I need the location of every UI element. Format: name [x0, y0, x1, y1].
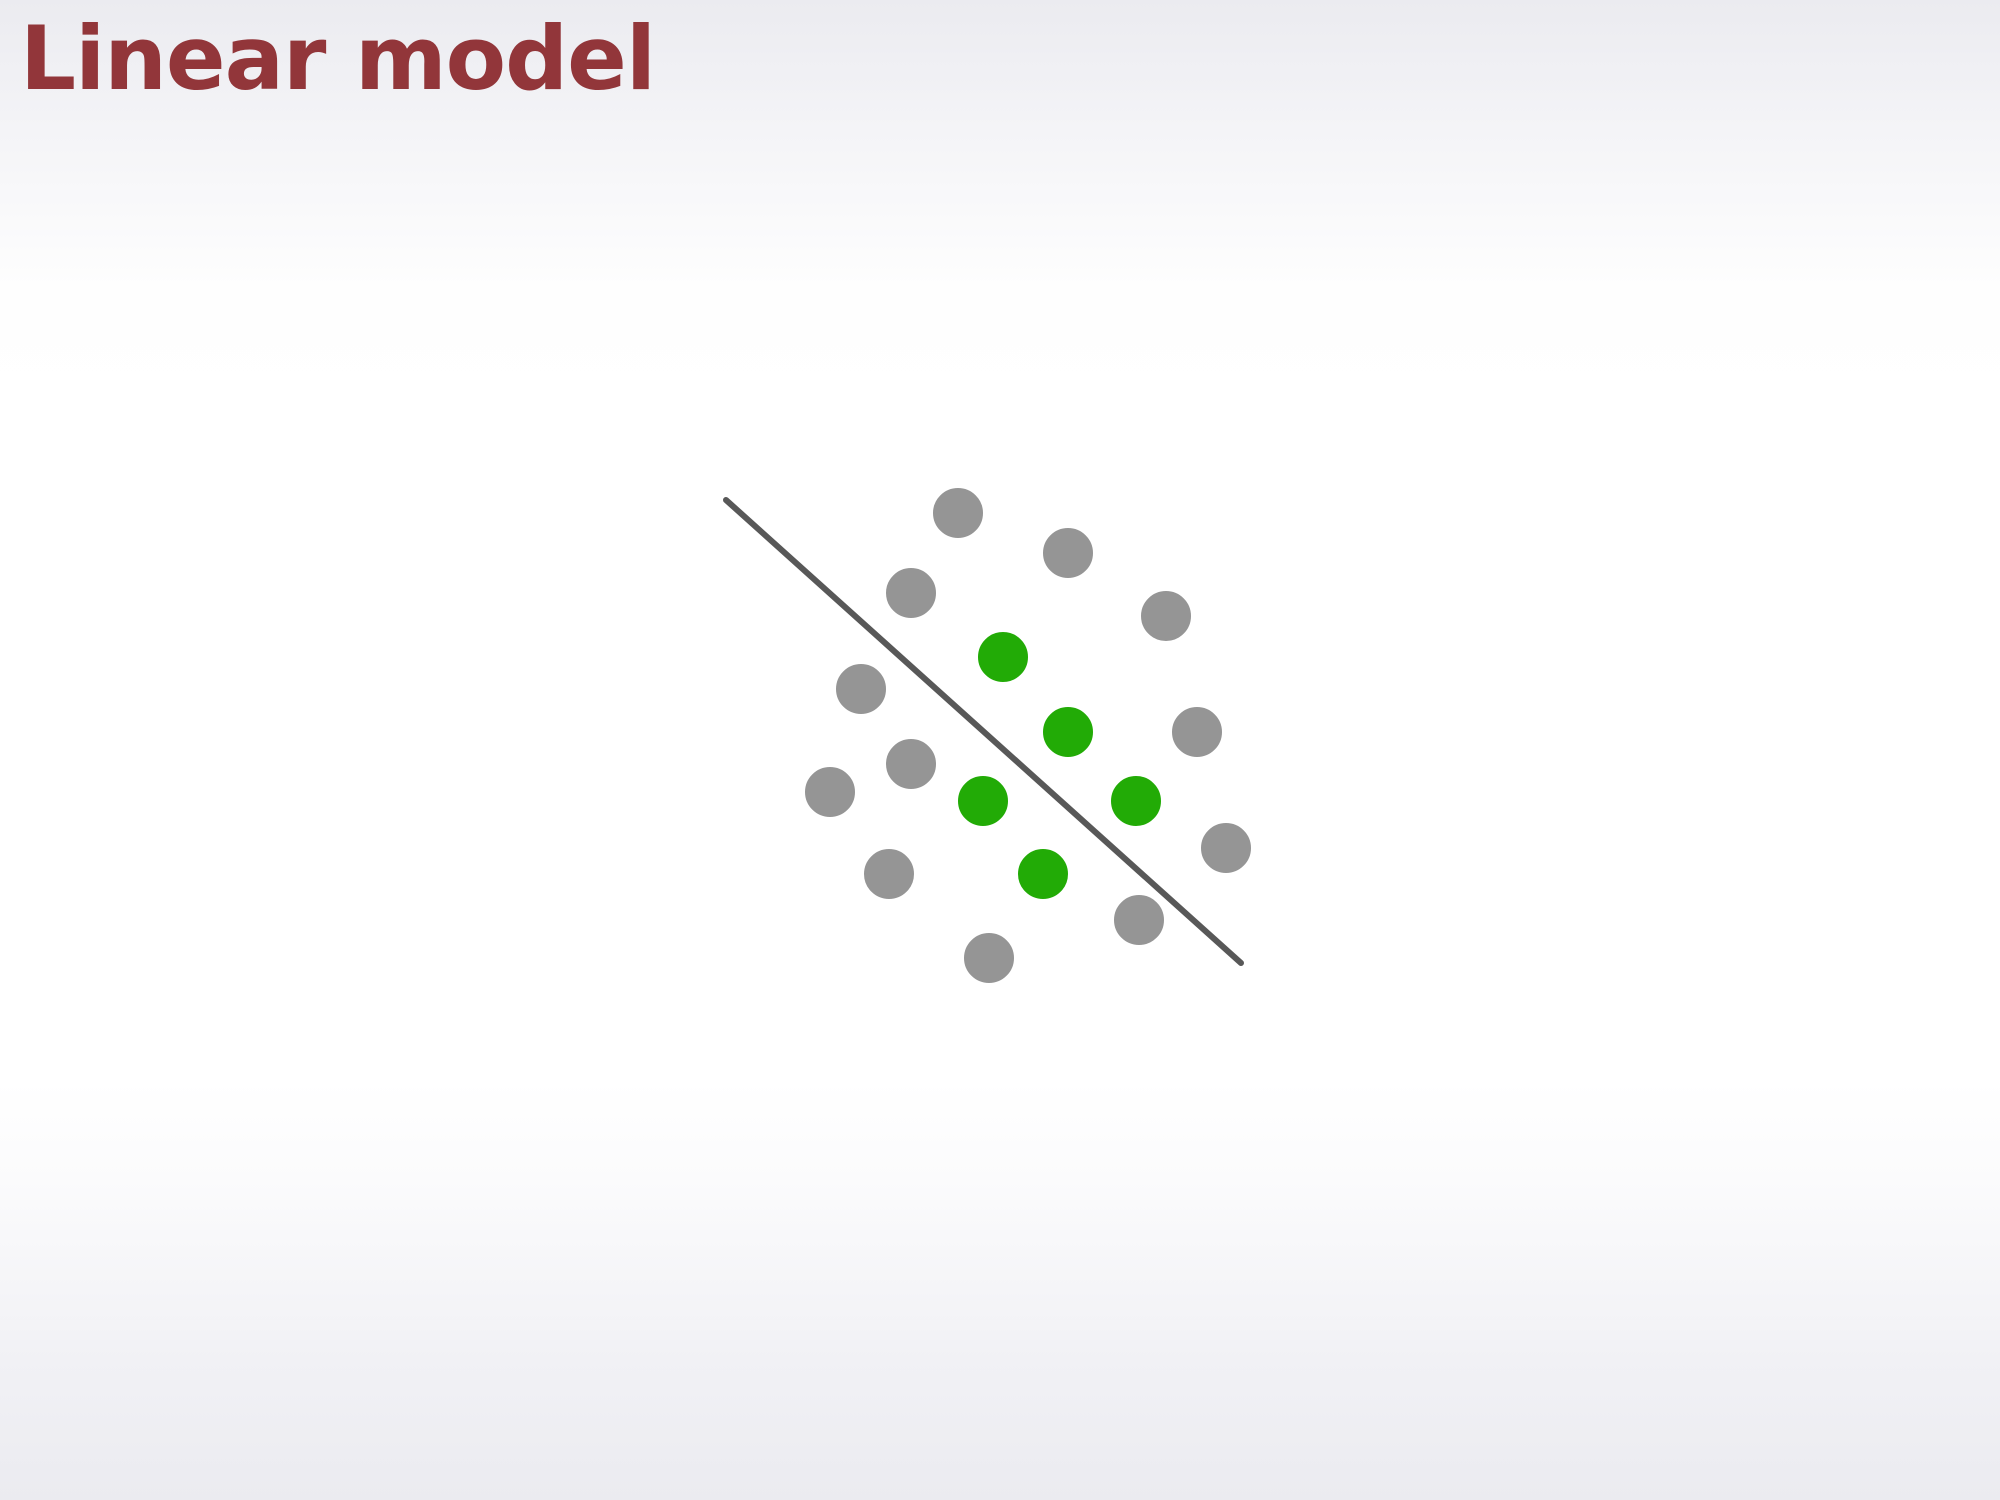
data-point-inside — [956, 774, 1010, 828]
data-point-outside — [884, 566, 938, 620]
data-point-outside — [1041, 526, 1095, 580]
data-point-outside — [803, 765, 857, 819]
decision-boundary-line — [723, 497, 1244, 966]
data-point-outside — [884, 737, 938, 791]
slide-title: Linear model — [20, 7, 656, 110]
data-point-outside — [834, 662, 888, 716]
data-point-inside — [1016, 847, 1070, 901]
data-point-outside — [962, 931, 1016, 985]
data-point-inside — [976, 630, 1030, 684]
data-point-outside — [1112, 893, 1166, 947]
data-point-outside — [1170, 705, 1224, 759]
data-point-inside — [1109, 774, 1163, 828]
data-point-outside — [862, 847, 916, 901]
data-point-outside — [1199, 821, 1253, 875]
data-point-outside — [1139, 589, 1193, 643]
data-point-inside — [1041, 705, 1095, 759]
data-point-outside — [931, 486, 985, 540]
inside-points — [956, 630, 1163, 901]
outside-points — [803, 486, 1253, 985]
